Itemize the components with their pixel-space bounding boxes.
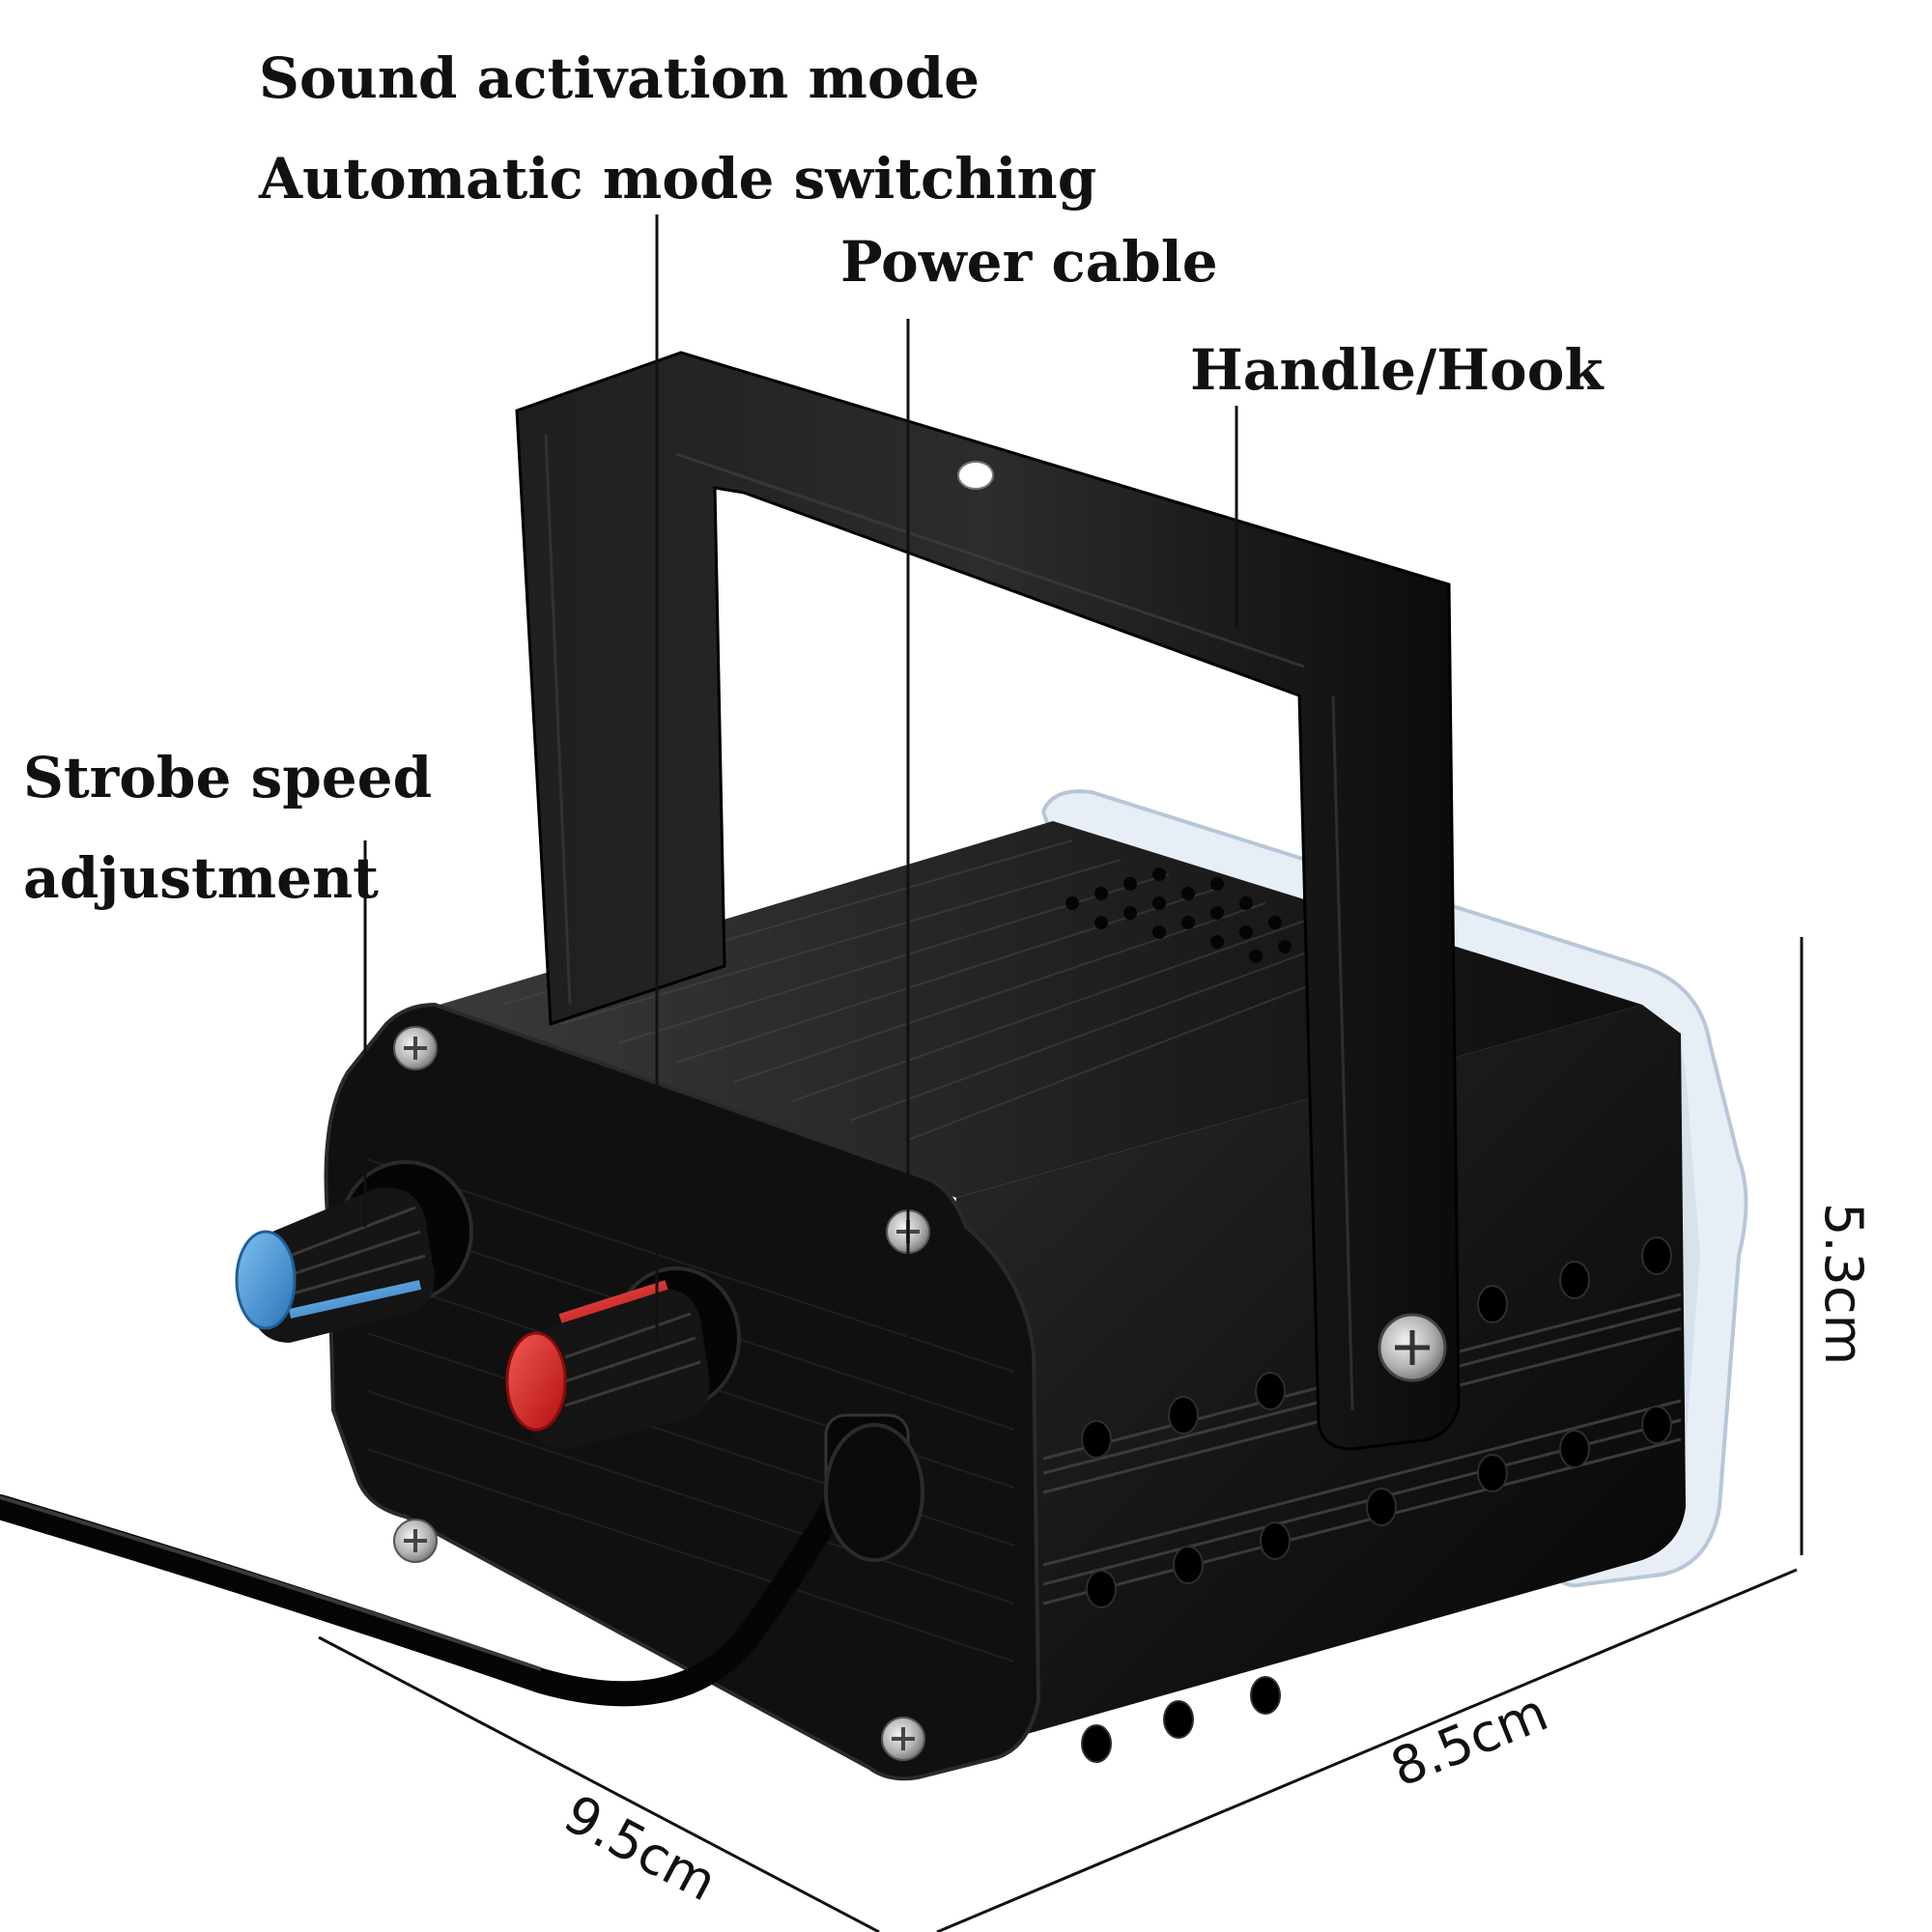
callout-power-cable: Power cable [840, 229, 1218, 295]
height-dimension: 5.3cm [1813, 1203, 1874, 1365]
strobe-speed-knob[interactable] [235, 1160, 473, 1343]
depth-dimension: 9.5cm [554, 1783, 726, 1914]
dimension-lines [318, 937, 1804, 1932]
mode-switch-knob[interactable] [505, 1266, 741, 1449]
vent-holes [1081, 1236, 1672, 1763]
callout-handle-hook: Handle/Hook [1190, 337, 1604, 403]
screw-top-left [393, 1026, 438, 1070]
screw-bottom-right [881, 1717, 925, 1761]
housing-side [923, 1005, 1686, 1749]
width-dimension: 8.5cm [1382, 1682, 1556, 1799]
callout-strobe-adjustment: adjustment [23, 845, 379, 911]
handle-hook [515, 351, 1461, 1451]
callout-lines [363, 214, 1238, 1415]
power-cable [0, 1413, 924, 1707]
callout-strobe-speed: Strobe speed [23, 745, 433, 810]
handle-screw [1378, 1313, 1447, 1382]
screw-bottom-left [393, 1519, 438, 1563]
callout-automatic-mode: Automatic mode switching [259, 146, 1097, 212]
callout-sound-activation: Sound activation mode [259, 45, 980, 111]
speaker-grille [1065, 867, 1292, 963]
